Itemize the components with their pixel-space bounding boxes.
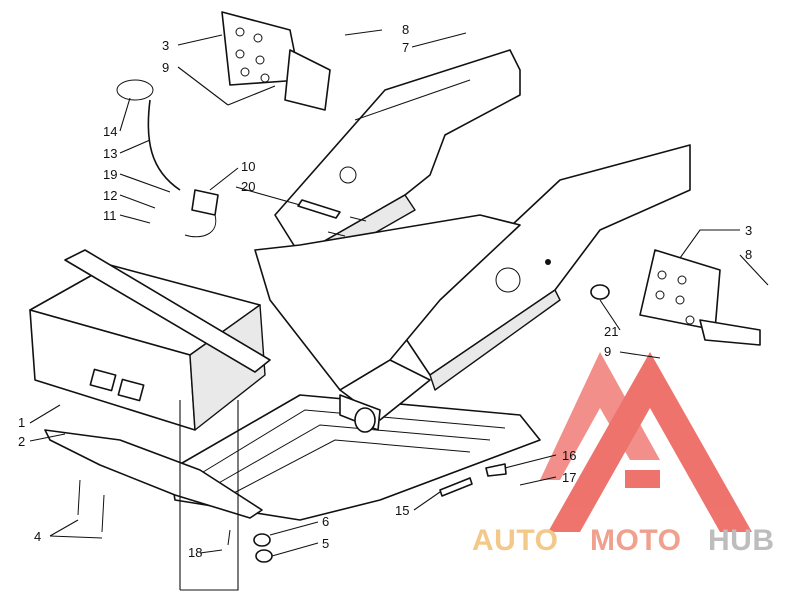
callout-labels: 3 9 8 7 14 13 10 19 20 12 11 3 8 21 9 1 … — [18, 22, 752, 560]
callout-9-top: 9 — [162, 60, 169, 75]
watermark-moto: MOTO — [590, 524, 682, 557]
callout-20: 20 — [241, 179, 255, 194]
bracket-16 — [485, 463, 507, 477]
callout-3-right: 3 — [745, 223, 752, 238]
bolt-set — [327, 216, 367, 237]
brake-hose — [147, 99, 181, 191]
callout-2: 2 — [18, 434, 25, 449]
watermark-hub: HUB — [708, 524, 775, 557]
callout-7: 7 — [402, 40, 409, 55]
callout-8-right: 8 — [745, 247, 752, 262]
hose-clamp — [116, 79, 154, 101]
rivets-4 — [77, 479, 105, 533]
tie-strap-15 — [439, 477, 473, 497]
callout-18: 18 — [188, 545, 202, 560]
grommet — [590, 284, 610, 300]
right-side-rail — [399, 144, 691, 391]
callout-19: 19 — [103, 167, 117, 182]
callout-1: 1 — [18, 415, 25, 430]
skid-plate — [44, 429, 263, 519]
callout-12: 12 — [103, 188, 117, 203]
footrest-right — [639, 249, 761, 346]
callout-3-top: 3 — [162, 38, 169, 53]
callout-4: 4 — [34, 529, 41, 544]
callout-16: 16 — [562, 448, 576, 463]
callout-13: 13 — [103, 146, 117, 161]
leader-lines — [29, 29, 769, 591]
footrest-top-left — [221, 11, 331, 111]
callout-17: 17 — [562, 470, 576, 485]
callout-9-right: 9 — [604, 344, 611, 359]
belly-pan — [169, 394, 541, 521]
callout-5: 5 — [322, 536, 329, 551]
screw-18 — [227, 529, 231, 546]
watermark-logo — [540, 352, 752, 532]
front-bulkhead — [29, 249, 381, 433]
callout-11: 11 — [103, 208, 117, 223]
nuts-5-6 — [253, 533, 273, 563]
callout-21: 21 — [604, 324, 618, 339]
callout-14: 14 — [103, 124, 117, 139]
junction-block — [184, 189, 219, 238]
callout-10: 10 — [241, 159, 255, 174]
callout-6: 6 — [322, 514, 329, 529]
watermark-auto: AUTO — [472, 524, 559, 557]
callout-8-top: 8 — [402, 22, 409, 37]
callout-15: 15 — [395, 503, 409, 518]
brake-lever-strip — [297, 199, 341, 219]
